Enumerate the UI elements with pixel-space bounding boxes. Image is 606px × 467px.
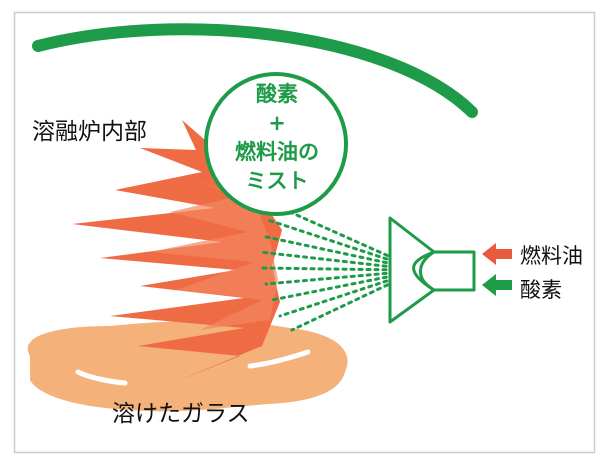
burner-nozzle-icon bbox=[388, 216, 476, 324]
diagram-frame bbox=[13, 11, 596, 454]
furnace-roof-arc bbox=[32, 23, 478, 118]
fuel-arrow-icon bbox=[482, 243, 512, 265]
mist-line-mist: ミスト bbox=[245, 169, 309, 193]
mist-line-oxygen: 酸素 bbox=[256, 82, 298, 106]
molten-glass-pool bbox=[27, 321, 348, 412]
mist-callout-circle bbox=[204, 72, 348, 216]
mist-callout-text: 酸素 + 燃料油の ミスト bbox=[208, 80, 346, 210]
mist-line-plus: + bbox=[268, 111, 286, 135]
mist-spray bbox=[258, 202, 404, 332]
furnace-interior-label: 溶融炉内部 bbox=[32, 119, 147, 145]
flame-inner bbox=[150, 178, 278, 330]
molten-glass-label: 溶けたガラス bbox=[112, 401, 250, 427]
oxygen-label: 酸素 bbox=[520, 278, 562, 302]
fuel-oil-label: 燃料油 bbox=[520, 244, 583, 268]
mist-line-fuel: 燃料油の bbox=[235, 140, 319, 164]
oxygen-arrow-icon bbox=[482, 274, 512, 296]
